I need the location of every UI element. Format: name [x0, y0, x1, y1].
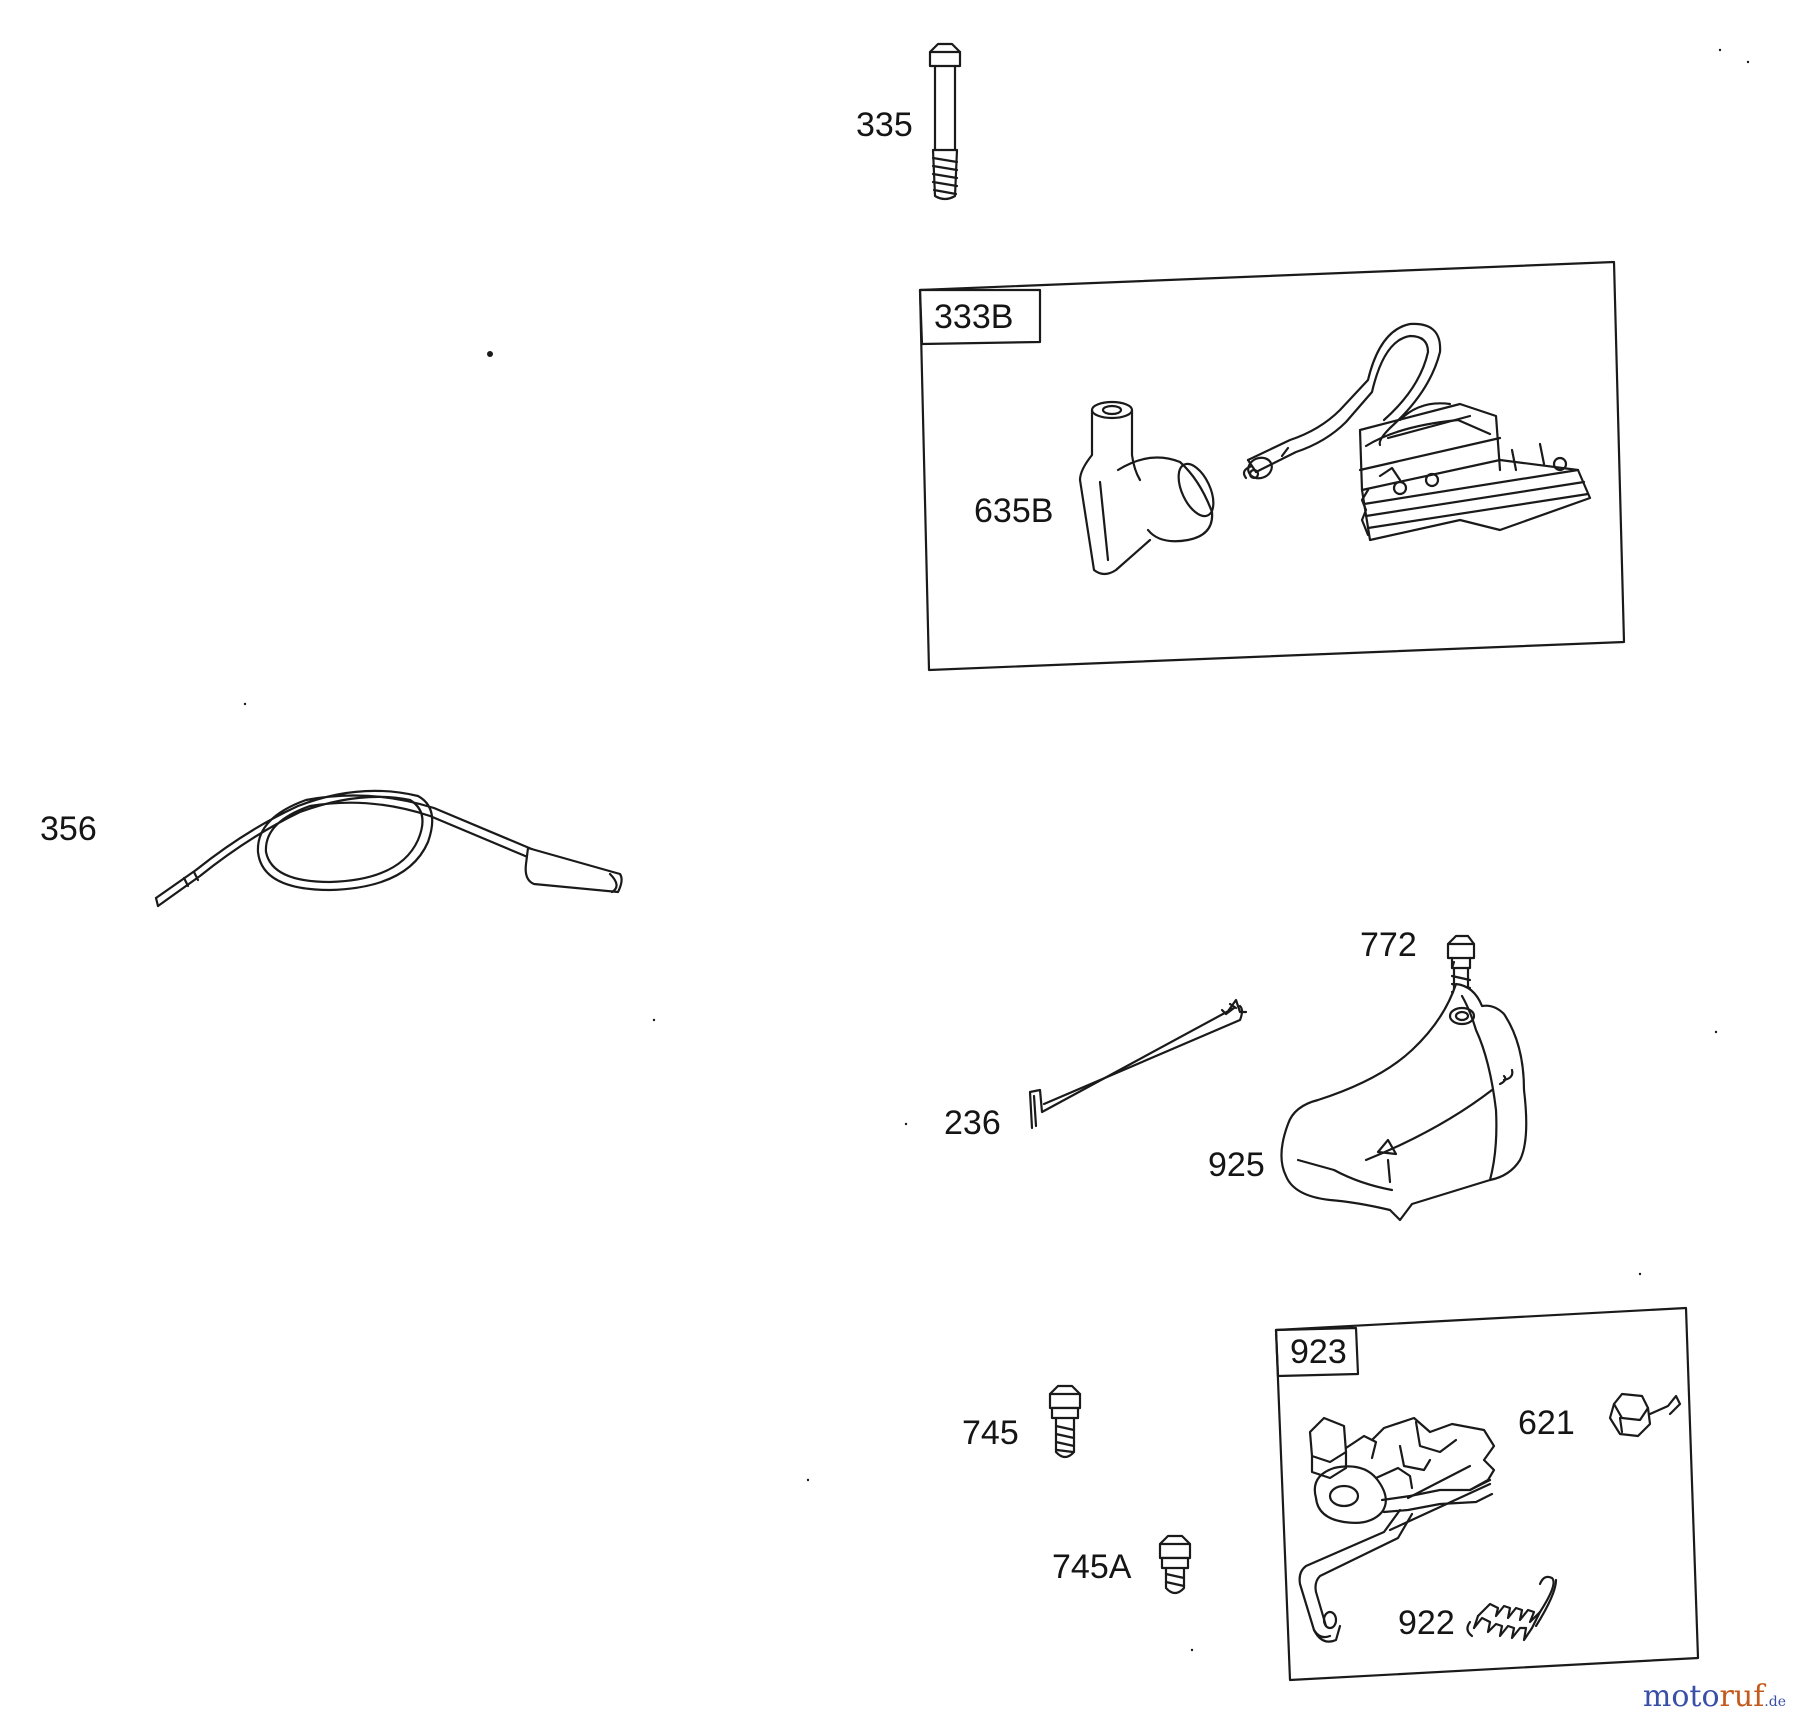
- kit-label-923: 923: [1290, 1333, 1347, 1371]
- part-label-925: 925: [1208, 1146, 1265, 1184]
- watermark-part2: ruf: [1719, 1679, 1765, 1714]
- part-label-772: 772: [1360, 926, 1417, 964]
- kit-label-333B: 333B: [934, 298, 1014, 336]
- watermark-logo: motoruf.de: [1643, 1679, 1786, 1714]
- link-rod-236-drawing: [1028, 998, 1248, 1130]
- part-label-635B: 635B: [974, 492, 1054, 530]
- governor-lever-drawing: [1298, 1416, 1496, 1643]
- bolt-745A-drawing: [1158, 1534, 1192, 1595]
- clip-621-drawing: [1608, 1392, 1682, 1438]
- watermark-part1: moto: [1642, 1679, 1720, 1714]
- bolt-335-drawing: [928, 42, 962, 201]
- part-label-621: 621: [1518, 1404, 1575, 1442]
- part-label-745: 745: [962, 1414, 1019, 1452]
- ignition-coil-drawing: [1242, 322, 1592, 542]
- cover-925-drawing: [1280, 982, 1528, 1222]
- part-label-745A: 745A: [1052, 1548, 1132, 1586]
- spark-plug-boot-635B-drawing: [1078, 400, 1215, 576]
- bolt-745-drawing: [1048, 1384, 1082, 1459]
- part-label-335: 335: [856, 106, 913, 144]
- wire-356-drawing: [154, 789, 623, 908]
- part-label-922: 922: [1398, 1604, 1455, 1642]
- kit-333B-box: [918, 260, 1626, 672]
- bolt-772-drawing: [1446, 934, 1476, 1010]
- part-label-236: 236: [944, 1104, 1001, 1142]
- watermark-suffix: .de: [1764, 1694, 1786, 1710]
- part-label-356: 356: [40, 810, 97, 848]
- scan-specks: [243, 48, 1750, 1652]
- kit-923-box: [1274, 1306, 1700, 1682]
- spring-922-drawing: [1466, 1575, 1558, 1642]
